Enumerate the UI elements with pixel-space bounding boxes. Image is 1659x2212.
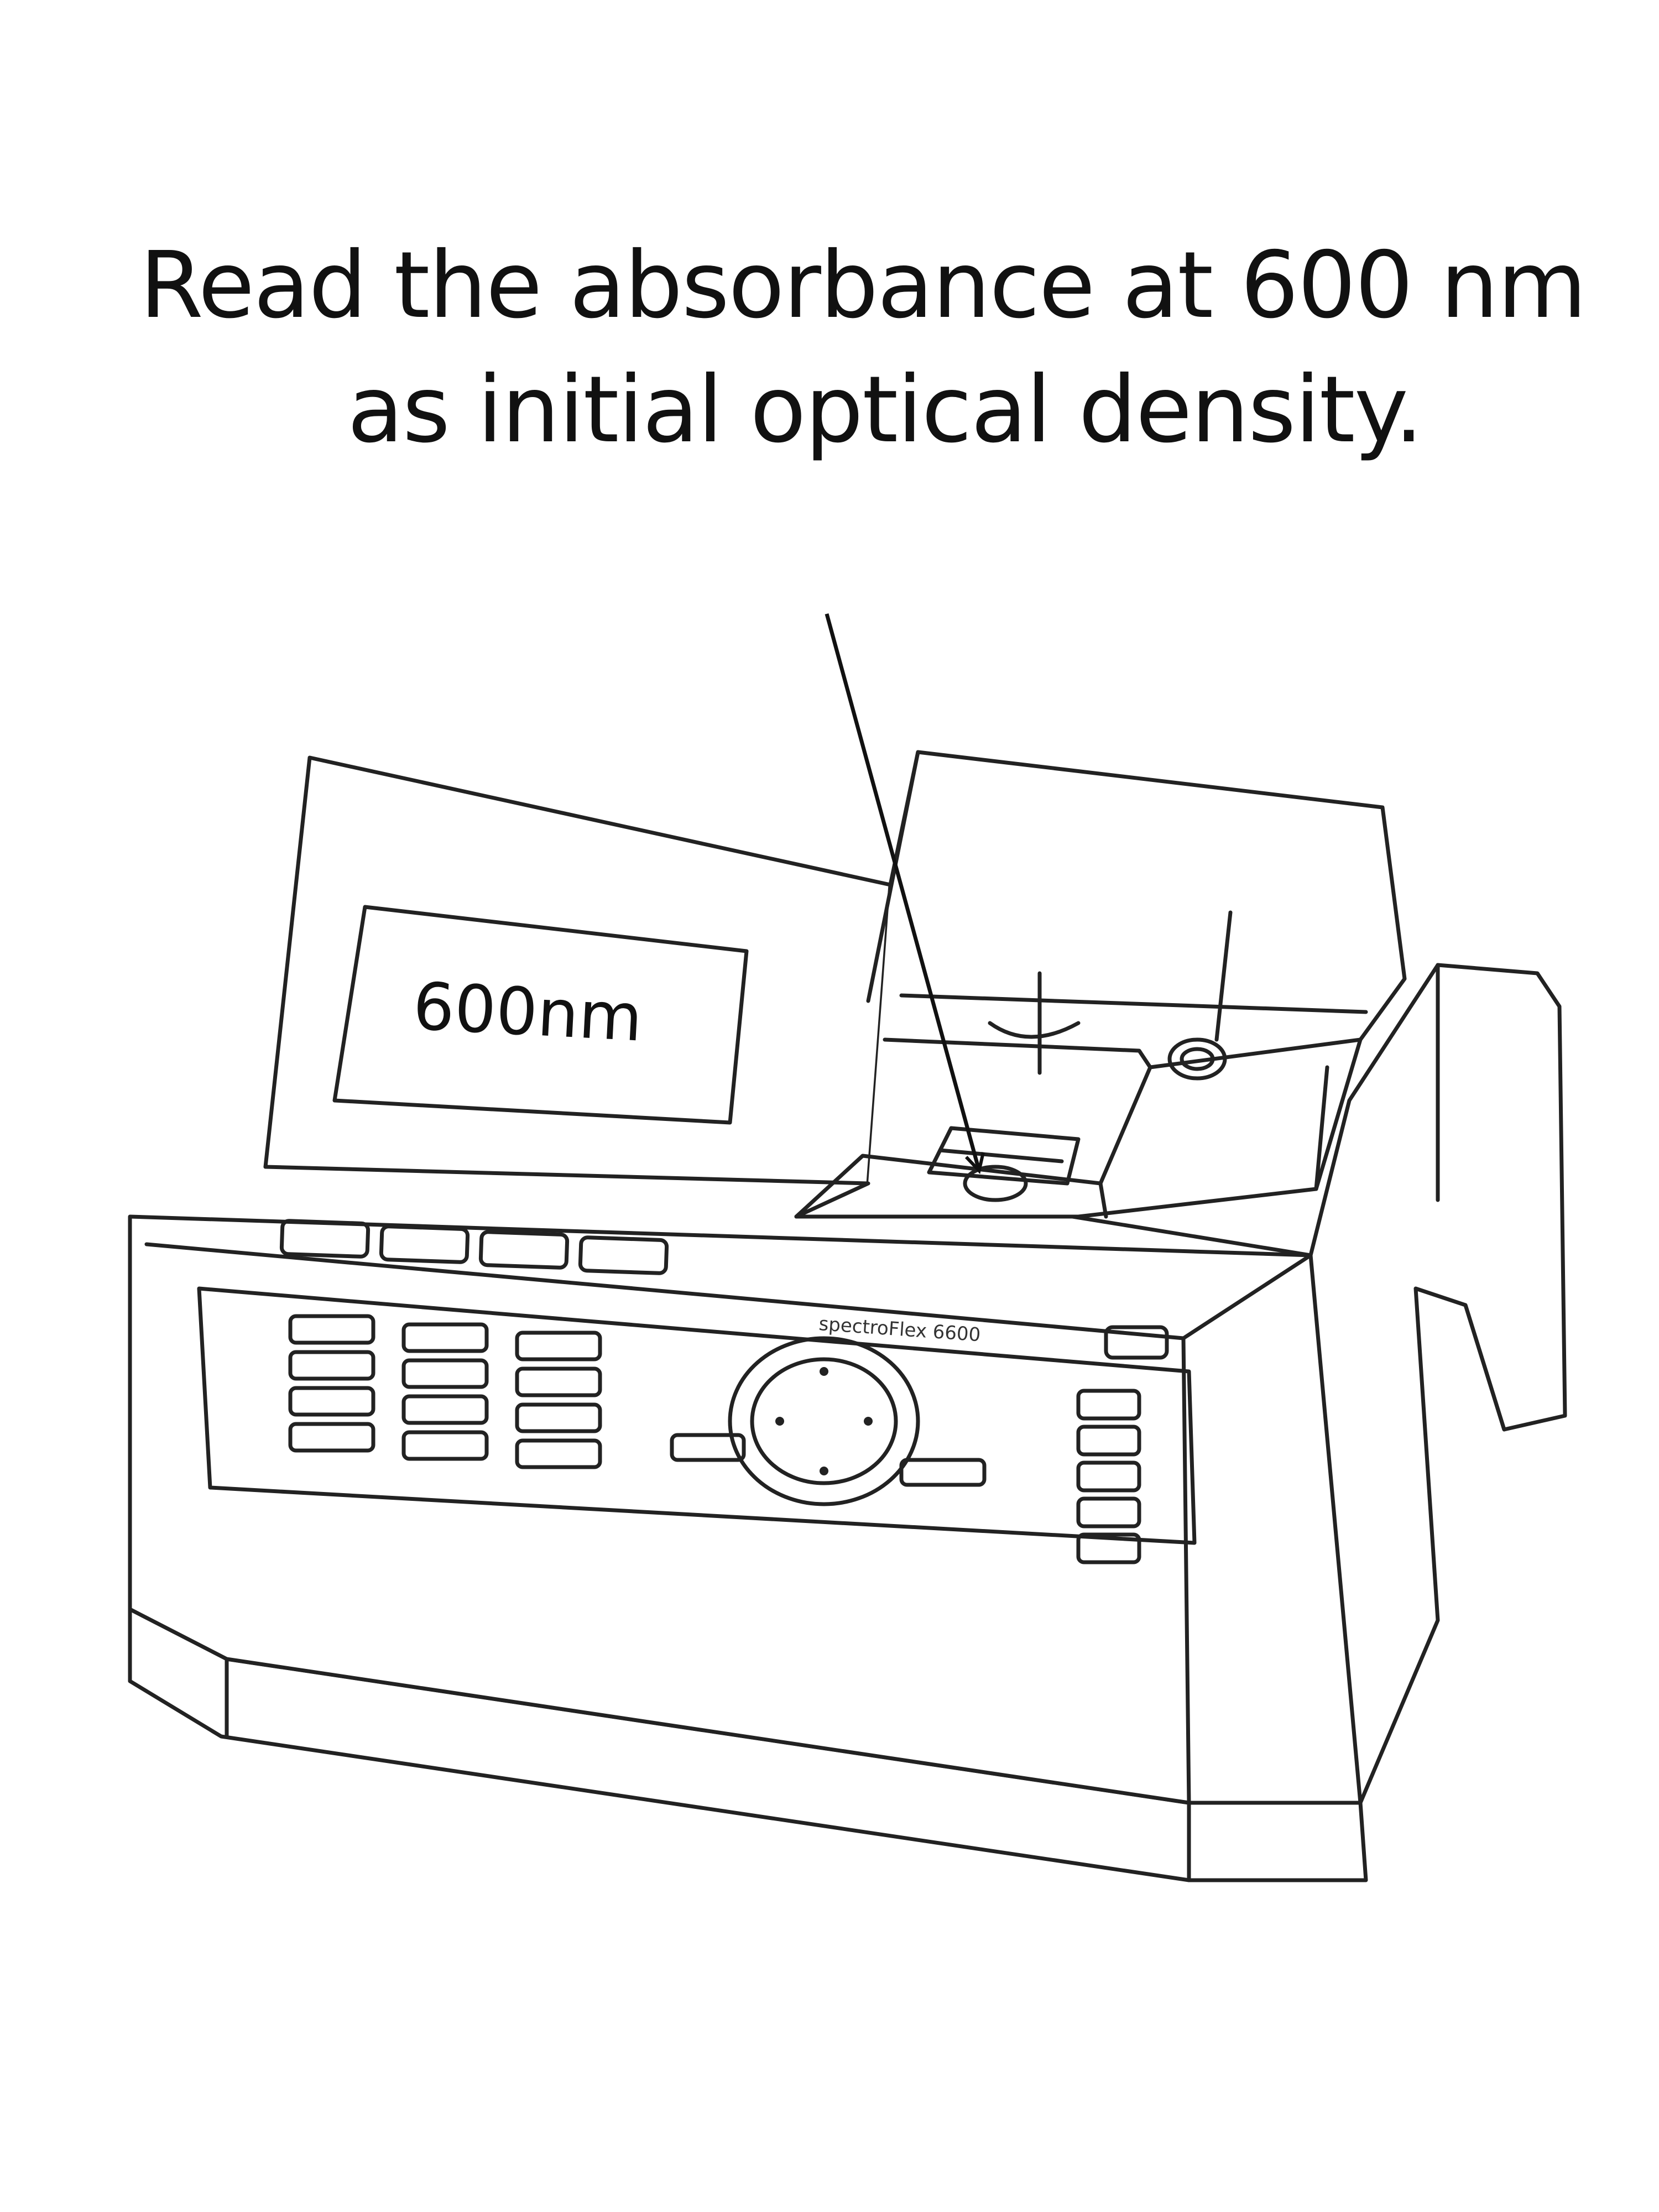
sample-compartment — [796, 752, 1405, 1217]
display-reading: 600nm — [411, 968, 645, 1056]
